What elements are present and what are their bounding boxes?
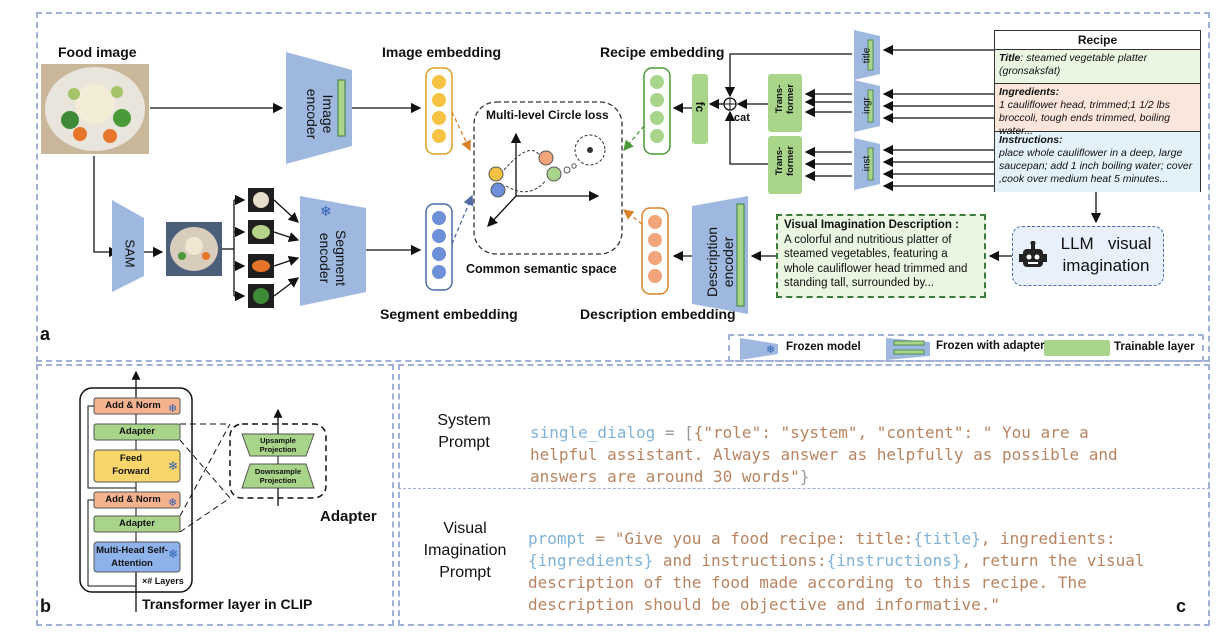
system-code-line3: answers are around 30 words" — [530, 467, 800, 486]
svg-text:❄: ❄ — [168, 403, 177, 415]
visual-code-l2d: , return the visual — [961, 551, 1145, 570]
recipe-ingredients-section: Ingredients:1 cauliflower head, trimmed;… — [995, 84, 1200, 137]
recipe-ingredients-key: Ingredients: — [999, 86, 1060, 98]
recipe-title-section: Title: steamed vegetable platter (gronsa… — [995, 50, 1200, 84]
visual-description-heading: Visual Imagination Description : — [784, 219, 959, 231]
visual-prompt-label: Visual Imagination Prompt — [423, 520, 507, 581]
panel-b-frame — [36, 364, 394, 626]
food-image — [41, 64, 149, 154]
adapter-top-label: Adapter — [119, 426, 155, 437]
system-code-var: single_dialog — [530, 423, 656, 442]
visual-prompt-code: prompt = "Give you a food recipe: title:… — [528, 506, 1145, 616]
legend-trainable-glyph — [1044, 340, 1110, 356]
legend-trainable-label: Trainable layer — [1114, 341, 1195, 353]
food-image-segmented — [166, 222, 222, 276]
system-prompt-code: single_dialog = [{"role": "system", "con… — [530, 400, 1118, 488]
ingr-encoder — [854, 80, 880, 132]
legend-frozen-label: Frozen model — [786, 341, 861, 353]
description-embedding-label: Description embedding — [580, 306, 736, 322]
image-encoder — [286, 52, 352, 164]
visual-code-l1b: {title} — [913, 529, 981, 548]
recipe-instructions-key: Instructions: — [999, 134, 1063, 146]
panel-c-letter: c — [1176, 596, 1187, 616]
visual-description-text: A colorful and nutritious platter of ste… — [784, 233, 968, 290]
recipe-title-value: : steamed vegetable platter (gronsaksfat… — [999, 52, 1148, 77]
fc-layer — [692, 74, 708, 144]
panel-c-divider — [398, 488, 1210, 489]
legend-frozen-glyph — [740, 338, 778, 360]
adapter-bottom — [93, 515, 181, 533]
transformer-inst — [768, 136, 802, 194]
system-code-line2: helpful assistant. Always answer as help… — [530, 445, 1118, 464]
recipe-embedding-label: Recipe embedding — [600, 44, 725, 60]
svg-text:❄: ❄ — [168, 459, 178, 473]
visual-code-l2c: {instructions} — [826, 551, 962, 570]
inst-encoder — [854, 138, 880, 190]
system-code-line1: {"role": "system", "content": " You are … — [693, 423, 1089, 442]
recipe-ingredients-value: 1 cauliflower head, trimmed;1 1/2 lbs br… — [999, 99, 1171, 137]
feed-forward-label: Feed Forward — [112, 453, 150, 477]
mhsa-label: Multi-Head Self-Attention — [96, 545, 168, 569]
recipe-header: Recipe — [995, 31, 1200, 50]
visual-code-l4: description should be objective and info… — [528, 595, 1001, 614]
upsample-label: Upsample Projection — [259, 436, 297, 454]
visual-code-l2a: {ingredients} — [528, 551, 654, 570]
robot-icon — [1019, 241, 1047, 267]
svg-text:❄: ❄ — [168, 497, 177, 509]
svg-text:❄: ❄ — [766, 344, 775, 356]
add-norm-top-label: Add & Norm — [105, 400, 161, 411]
sam-model — [112, 200, 144, 292]
add-norm-bottom-label: Add & Norm — [105, 494, 161, 505]
common-semantic-space — [473, 101, 623, 255]
svg-text:❄: ❄ — [168, 547, 178, 561]
visual-code-l1c: , ingredients: — [980, 529, 1116, 548]
space-label: Common semantic space — [466, 262, 617, 276]
downsample-label: Downsample Projection — [254, 467, 302, 485]
segment-encoder — [300, 196, 366, 306]
clip-caption: Transformer layer in CLIP — [142, 596, 313, 612]
system-code-close: } — [799, 467, 810, 486]
cat-label: cat — [734, 112, 750, 124]
legend-adapter-label: Frozen with adapter — [936, 340, 1045, 352]
panel-b-letter: b — [40, 596, 51, 616]
adapter-top — [93, 423, 181, 441]
recipe-instructions-section: Instructions:place whole cauliflower in … — [995, 132, 1200, 192]
food-image-label: Food image — [58, 44, 137, 60]
llm-box: LLM visual imagination — [1012, 226, 1164, 286]
visual-description-box: Visual Imagination Description : A color… — [776, 214, 986, 298]
recipe-title-key: Title — [999, 52, 1021, 64]
adapter-bottom-label: Adapter — [119, 518, 155, 529]
legend-frame — [728, 334, 1204, 362]
system-code-op: = [ — [655, 423, 694, 442]
visual-code-l1a: = "Give you a food recipe: title: — [585, 529, 914, 548]
visual-code-var: prompt — [528, 529, 586, 548]
recipe-card: Recipe Title: steamed vegetable platter … — [994, 30, 1201, 192]
downsample-projection — [241, 463, 315, 489]
panel-c-frame — [398, 364, 1210, 626]
title-encoder — [854, 30, 880, 80]
panel-a-letter: a — [40, 324, 51, 344]
visual-code-l2b: and instructions: — [653, 551, 827, 570]
layers-label: ×# Layers — [142, 576, 184, 586]
system-prompt-label: System Prompt — [437, 412, 491, 451]
feed-forward — [93, 449, 181, 483]
visual-code-l3: description of the food made according t… — [528, 573, 1087, 592]
panel-a-frame — [36, 12, 1210, 362]
segment-embedding-label: Segment embedding — [380, 306, 518, 322]
loss-label: Multi-level Circle loss — [486, 108, 609, 122]
transformer-ingr — [768, 74, 802, 132]
adapter-title: Adapter — [320, 508, 377, 525]
recipe-instructions-value: place whole cauliflower in a deep, large… — [999, 147, 1193, 185]
description-encoder — [692, 196, 748, 314]
llm-label: LLM visual imagination — [1060, 234, 1157, 275]
image-embedding-label: Image embedding — [382, 44, 502, 60]
segment-crops — [248, 188, 274, 308]
multi-head-attention — [93, 541, 181, 573]
snowflake-icon: ❄ — [320, 203, 332, 219]
upsample-projection — [241, 433, 315, 457]
